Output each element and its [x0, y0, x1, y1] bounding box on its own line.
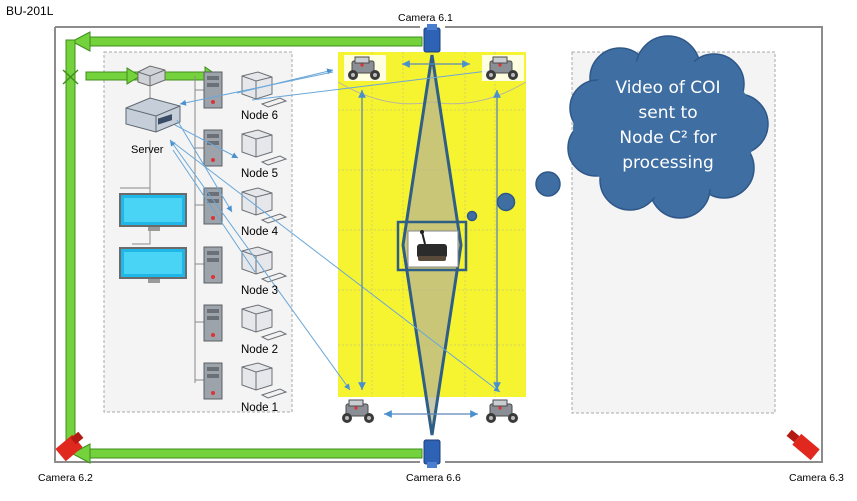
node-6-label: Node 6: [241, 110, 279, 122]
switch-icon: [137, 65, 166, 87]
camera-6-2-label: Camera 6.2: [38, 472, 93, 484]
cloud-line-1: Video of COI: [615, 78, 721, 98]
room-label: BU-201L: [6, 4, 54, 18]
node-1-label: Node 1: [241, 402, 279, 414]
robot-icon: [482, 398, 524, 424]
node-5-label: Node 5: [241, 168, 279, 180]
robots: [338, 55, 524, 424]
camera-6-1-icon: [423, 24, 441, 53]
link-lines: [169, 67, 501, 393]
cloud-line-3: Node C² for: [619, 128, 717, 148]
server-label: Server: [131, 144, 164, 156]
node-2-label: Node 2: [241, 344, 279, 356]
robot-icon: [338, 398, 380, 424]
robot-link-arrows: [358, 60, 501, 418]
cloud-line-2: sent to: [638, 103, 698, 123]
monitor-icon-upper: [119, 193, 187, 231]
node-3-label: Node 3: [241, 285, 279, 297]
robot-icon: [482, 55, 524, 81]
camera-6-1-label: Camera 6.1: [398, 12, 453, 24]
node-4-label: Node 4: [241, 226, 279, 238]
camera-6-6-icon: [423, 439, 441, 468]
node-computer-icon: [203, 71, 288, 109]
room-wall: [54, 26, 823, 463]
thought-cloud-core: [573, 58, 757, 198]
camera-6-3-icon: [786, 429, 820, 461]
camera-6-6-label: Camera 6.6: [406, 472, 461, 484]
cloud-line-4: processing: [622, 153, 714, 173]
server-icon: [125, 97, 181, 133]
robot-icon: [344, 55, 386, 81]
cloud-message: Video of COI sent to Node C² for process…: [588, 76, 748, 176]
camera-6-2-icon: [55, 431, 84, 462]
monitor-icon-lower: [119, 247, 187, 283]
center-robot-coi: [407, 230, 459, 268]
camera-6-3-label: Camera 6.3: [789, 472, 844, 484]
data-path-cross-b: [62, 69, 79, 85]
